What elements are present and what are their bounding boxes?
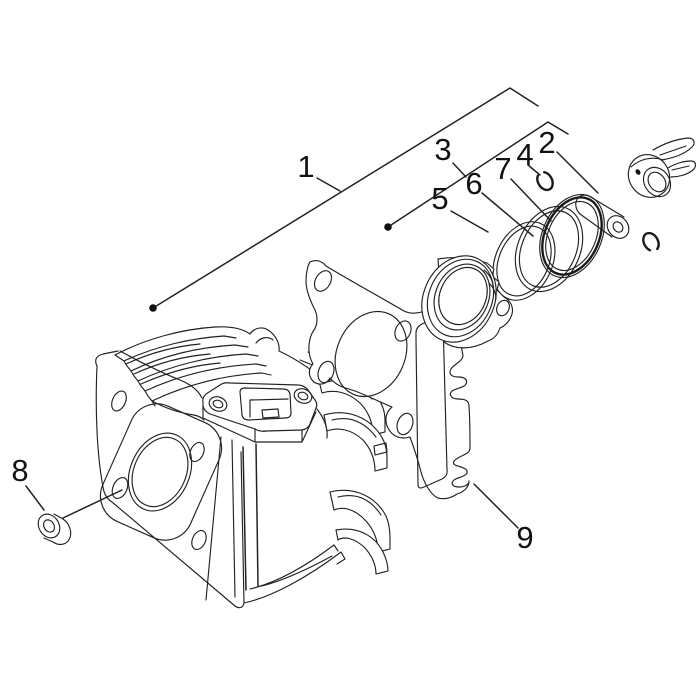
- callout-label-5: 5: [431, 181, 448, 216]
- callout-label-7: 7: [494, 151, 511, 186]
- piston-ring-second: [514, 205, 584, 293]
- callout-label-1: 1: [297, 149, 314, 184]
- callout-label-3: 3: [434, 132, 451, 167]
- callout-label-8: 8: [11, 453, 28, 488]
- callout-label-2: 2: [538, 125, 555, 160]
- callout-label-6: 6: [465, 166, 482, 201]
- piston: [421, 255, 514, 349]
- connecting-rod: [627, 137, 697, 198]
- callout-label-4: 4: [516, 137, 533, 172]
- callout-labels: 1 2 3 4 5 6 7 8 9: [11, 125, 555, 555]
- locating-bush: [37, 513, 72, 546]
- wrist-pin-circlips: [536, 170, 660, 253]
- cylinder-block: [95, 326, 391, 609]
- callout-label-9: 9: [516, 520, 533, 555]
- piston-ring-third: [539, 193, 605, 279]
